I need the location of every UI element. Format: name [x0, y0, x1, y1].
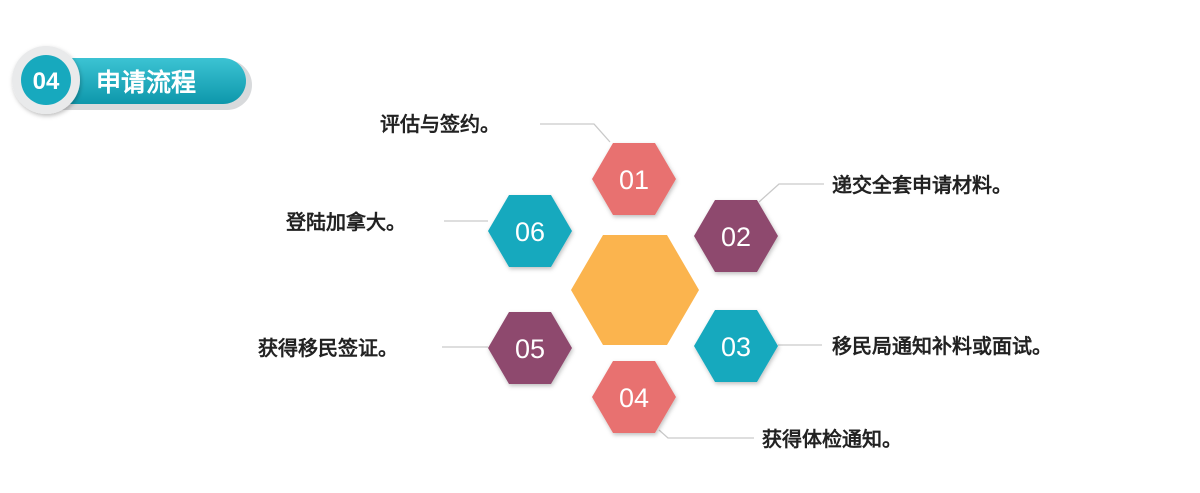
step-04-number: 04 — [619, 383, 649, 413]
connector-02 — [758, 183, 824, 203]
header-number-circle — [21, 55, 71, 105]
step-04-label: 获得体检通知。 — [762, 427, 902, 451]
step-01-label: 评估与签约。 — [380, 112, 500, 136]
step-02-hexagon — [694, 200, 778, 272]
header-number: 04 — [33, 68, 60, 95]
step-02-label: 递交全套申请材料。 — [832, 173, 1012, 197]
step-03: 03 — [694, 310, 778, 382]
step-01-hexagon — [592, 143, 676, 215]
step-03-hexagon — [694, 310, 778, 382]
step-04-hexagon — [592, 361, 676, 433]
step-03-label: 移民局通知补料或面试。 — [832, 334, 1052, 358]
center-hexagon — [571, 235, 699, 345]
connectors — [442, 123, 824, 439]
step-04: 04 — [592, 361, 676, 433]
step-06-label: 登陆加拿大。 — [285, 210, 406, 234]
step-01: 01 — [592, 143, 676, 215]
step-05: 05 — [488, 312, 572, 384]
connector-04 — [658, 429, 754, 439]
section-header: 04 申请流程 — [12, 46, 252, 114]
step-03-number: 03 — [721, 332, 751, 362]
header-title: 申请流程 — [96, 68, 196, 97]
step-02: 02 — [694, 200, 778, 272]
step-05-hexagon — [488, 312, 572, 384]
step-06-hexagon — [488, 195, 572, 267]
connector-01 — [540, 123, 611, 143]
step-02-number: 02 — [721, 222, 751, 252]
header-pill — [34, 58, 246, 104]
step-05-number: 05 — [515, 334, 545, 364]
step-06: 06 — [488, 195, 572, 267]
step-06-number: 06 — [515, 217, 545, 247]
step-05-label: 获得移民签证。 — [258, 336, 398, 360]
step-01-number: 01 — [619, 165, 649, 195]
